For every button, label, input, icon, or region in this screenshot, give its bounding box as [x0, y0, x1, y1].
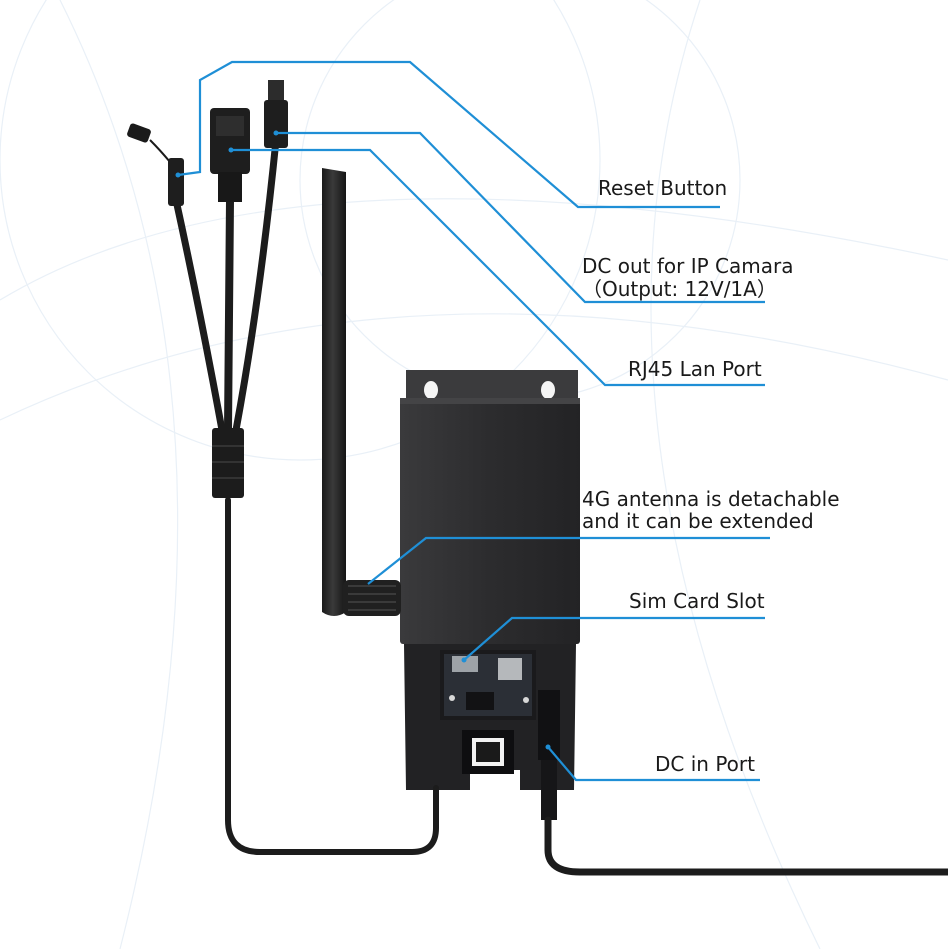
callout-rj45	[231, 148, 765, 387]
label-antenna-line1: 4G antenna is detachable	[582, 487, 840, 511]
callout-reset-button	[177, 60, 720, 209]
label-sim-slot: Sim Card Slot	[629, 589, 765, 613]
mounting-plate	[406, 370, 578, 400]
label-reset-button: Reset Button	[598, 176, 728, 200]
label-dc-out-line1: DC out for IP Camara	[582, 254, 794, 278]
sim-slot	[452, 656, 478, 672]
router-body	[400, 398, 580, 820]
callout-dots	[175, 130, 551, 750]
cable-harness	[172, 136, 948, 876]
callout-antenna	[367, 536, 770, 585]
antenna	[322, 168, 401, 616]
label-rj45: RJ45 Lan Port	[628, 357, 762, 381]
callout-lines	[177, 60, 770, 782]
callout-dc-in	[547, 746, 760, 782]
callout-sim-slot	[463, 616, 765, 661]
label-dc-out-line2: （Output: 12V/1A）	[582, 277, 777, 301]
connectors	[127, 80, 288, 498]
label-dc-in: DC in Port	[655, 752, 755, 776]
callout-dc-out	[276, 131, 765, 304]
label-antenna-line2: and it can be extended	[582, 509, 814, 533]
